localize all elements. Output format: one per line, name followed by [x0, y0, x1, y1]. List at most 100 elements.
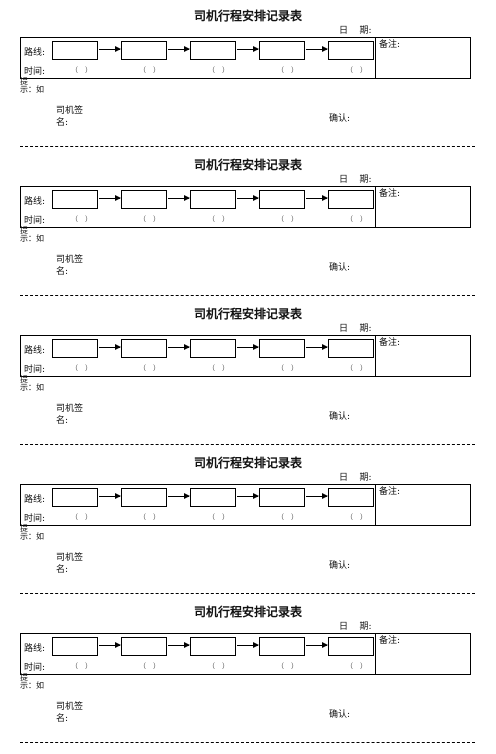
- time-mark: ）: [360, 513, 367, 521]
- route-stop-cell[interactable]: [259, 41, 305, 60]
- notes-divider: [375, 336, 376, 376]
- driver-signature-label[interactable]: 司机签 名:: [56, 553, 84, 575]
- route-stop-cell[interactable]: [52, 339, 98, 358]
- route-stop-cell[interactable]: [121, 488, 167, 507]
- time-mark: ）: [291, 662, 298, 670]
- route-stop-cell[interactable]: [259, 190, 305, 209]
- route-stop-cell[interactable]: [190, 190, 236, 209]
- date-field[interactable]: 日 期:: [339, 622, 372, 632]
- route-stop-cell[interactable]: [52, 190, 98, 209]
- arrow-right-icon: [99, 195, 121, 201]
- route-stop-cell[interactable]: [121, 190, 167, 209]
- time-mark: （: [71, 215, 78, 223]
- arrow-right-icon: [99, 344, 121, 350]
- time-mark: （: [277, 662, 284, 670]
- time-mark: ）: [153, 364, 160, 372]
- form-title: 司机行程安排记录表: [193, 605, 302, 619]
- arrow-right-icon: [99, 642, 121, 648]
- time-mark: ）: [291, 215, 298, 223]
- time-label: 时间:: [24, 67, 46, 77]
- date-field[interactable]: 日 期:: [339, 26, 372, 36]
- route-table: 路线: 时间: （ ） （ ） （ ） （ ） （ ） 备注:: [20, 186, 471, 228]
- time-mark: ）: [360, 215, 367, 223]
- route-stop-cell[interactable]: [190, 488, 236, 507]
- form-title: 司机行程安排记录表: [193, 9, 302, 23]
- trip-record-form: 司机行程安排记录表 日 期: 路线: 时间: （ ） （ ） （ ） （ ） （…: [0, 157, 496, 307]
- route-stop-cell[interactable]: [259, 339, 305, 358]
- route-stop-cell[interactable]: [52, 488, 98, 507]
- time-mark: （: [208, 215, 215, 223]
- route-stop-cell[interactable]: [121, 41, 167, 60]
- route-table: 路线: 时间: （ ） （ ） （ ） （ ） （ ） 备注:: [20, 633, 471, 675]
- driver-signature-label[interactable]: 司机签 名:: [56, 106, 84, 128]
- driver-signature-label[interactable]: 司机签 名:: [56, 255, 84, 277]
- time-mark: （: [139, 215, 146, 223]
- time-mark: ）: [85, 66, 92, 74]
- time-mark: （: [346, 364, 353, 372]
- confirm-label[interactable]: 确认:: [329, 263, 351, 273]
- route-stop-cell[interactable]: [328, 488, 374, 507]
- arrow-right-icon: [306, 344, 328, 350]
- route-table: 路线: 时间: （ ） （ ） （ ） （ ） （ ） 备注:: [20, 484, 471, 526]
- route-stop-cell[interactable]: [328, 41, 374, 60]
- arrow-right-icon: [306, 493, 328, 499]
- time-mark: （: [277, 215, 284, 223]
- arrow-right-icon: [306, 195, 328, 201]
- route-stop-cell[interactable]: [328, 190, 374, 209]
- route-label: 路线:: [24, 644, 46, 654]
- date-field[interactable]: 日 期:: [339, 473, 372, 483]
- route-label: 路线:: [24, 48, 46, 58]
- time-mark: ）: [153, 662, 160, 670]
- route-stop-cell[interactable]: [259, 637, 305, 656]
- time-mark: ）: [222, 215, 229, 223]
- time-mark: （: [346, 66, 353, 74]
- notes-divider: [375, 38, 376, 78]
- cut-line: [20, 742, 475, 743]
- route-stop-cell[interactable]: [121, 637, 167, 656]
- cut-line: [20, 593, 475, 594]
- route-stop-cell[interactable]: [328, 637, 374, 656]
- arrow-right-icon: [99, 493, 121, 499]
- trip-record-form: 司机行程安排记录表 日 期: 路线: 时间: （ ） （ ） （ ） （ ） （…: [0, 604, 496, 754]
- time-mark: ）: [222, 66, 229, 74]
- time-mark: （: [139, 66, 146, 74]
- route-stop-cell[interactable]: [259, 488, 305, 507]
- time-mark: ）: [360, 662, 367, 670]
- route-stop-cell[interactable]: [190, 41, 236, 60]
- arrow-right-icon: [237, 195, 259, 201]
- form-title: 司机行程安排记录表: [193, 456, 302, 470]
- route-stop-cell[interactable]: [121, 339, 167, 358]
- hint-text: 提 示：如: [20, 673, 44, 690]
- notes-label: 备注:: [379, 338, 401, 348]
- route-stop-cell[interactable]: [190, 339, 236, 358]
- confirm-label[interactable]: 确认:: [329, 412, 351, 422]
- notes-label: 备注:: [379, 636, 401, 646]
- notes-divider: [375, 485, 376, 525]
- arrow-right-icon: [237, 344, 259, 350]
- driver-signature-label[interactable]: 司机签 名:: [56, 404, 84, 426]
- form-title: 司机行程安排记录表: [193, 307, 302, 321]
- arrow-right-icon: [237, 642, 259, 648]
- time-mark: ）: [222, 513, 229, 521]
- time-mark: （: [208, 66, 215, 74]
- arrow-right-icon: [237, 46, 259, 52]
- route-stop-cell[interactable]: [52, 637, 98, 656]
- arrow-right-icon: [168, 493, 190, 499]
- time-mark: ）: [153, 513, 160, 521]
- arrow-right-icon: [168, 642, 190, 648]
- confirm-label[interactable]: 确认:: [329, 561, 351, 571]
- date-field[interactable]: 日 期:: [339, 175, 372, 185]
- route-stop-cell[interactable]: [190, 637, 236, 656]
- route-stop-cell[interactable]: [52, 41, 98, 60]
- route-stop-cell[interactable]: [328, 339, 374, 358]
- confirm-label[interactable]: 确认:: [329, 710, 351, 720]
- confirm-label[interactable]: 确认:: [329, 114, 351, 124]
- time-mark: ）: [291, 513, 298, 521]
- time-mark: ）: [360, 66, 367, 74]
- date-field[interactable]: 日 期:: [339, 324, 372, 334]
- time-mark: ）: [153, 215, 160, 223]
- time-mark: ）: [360, 364, 367, 372]
- time-mark: （: [346, 662, 353, 670]
- driver-signature-label[interactable]: 司机签 名:: [56, 702, 84, 724]
- time-label: 时间:: [24, 514, 46, 524]
